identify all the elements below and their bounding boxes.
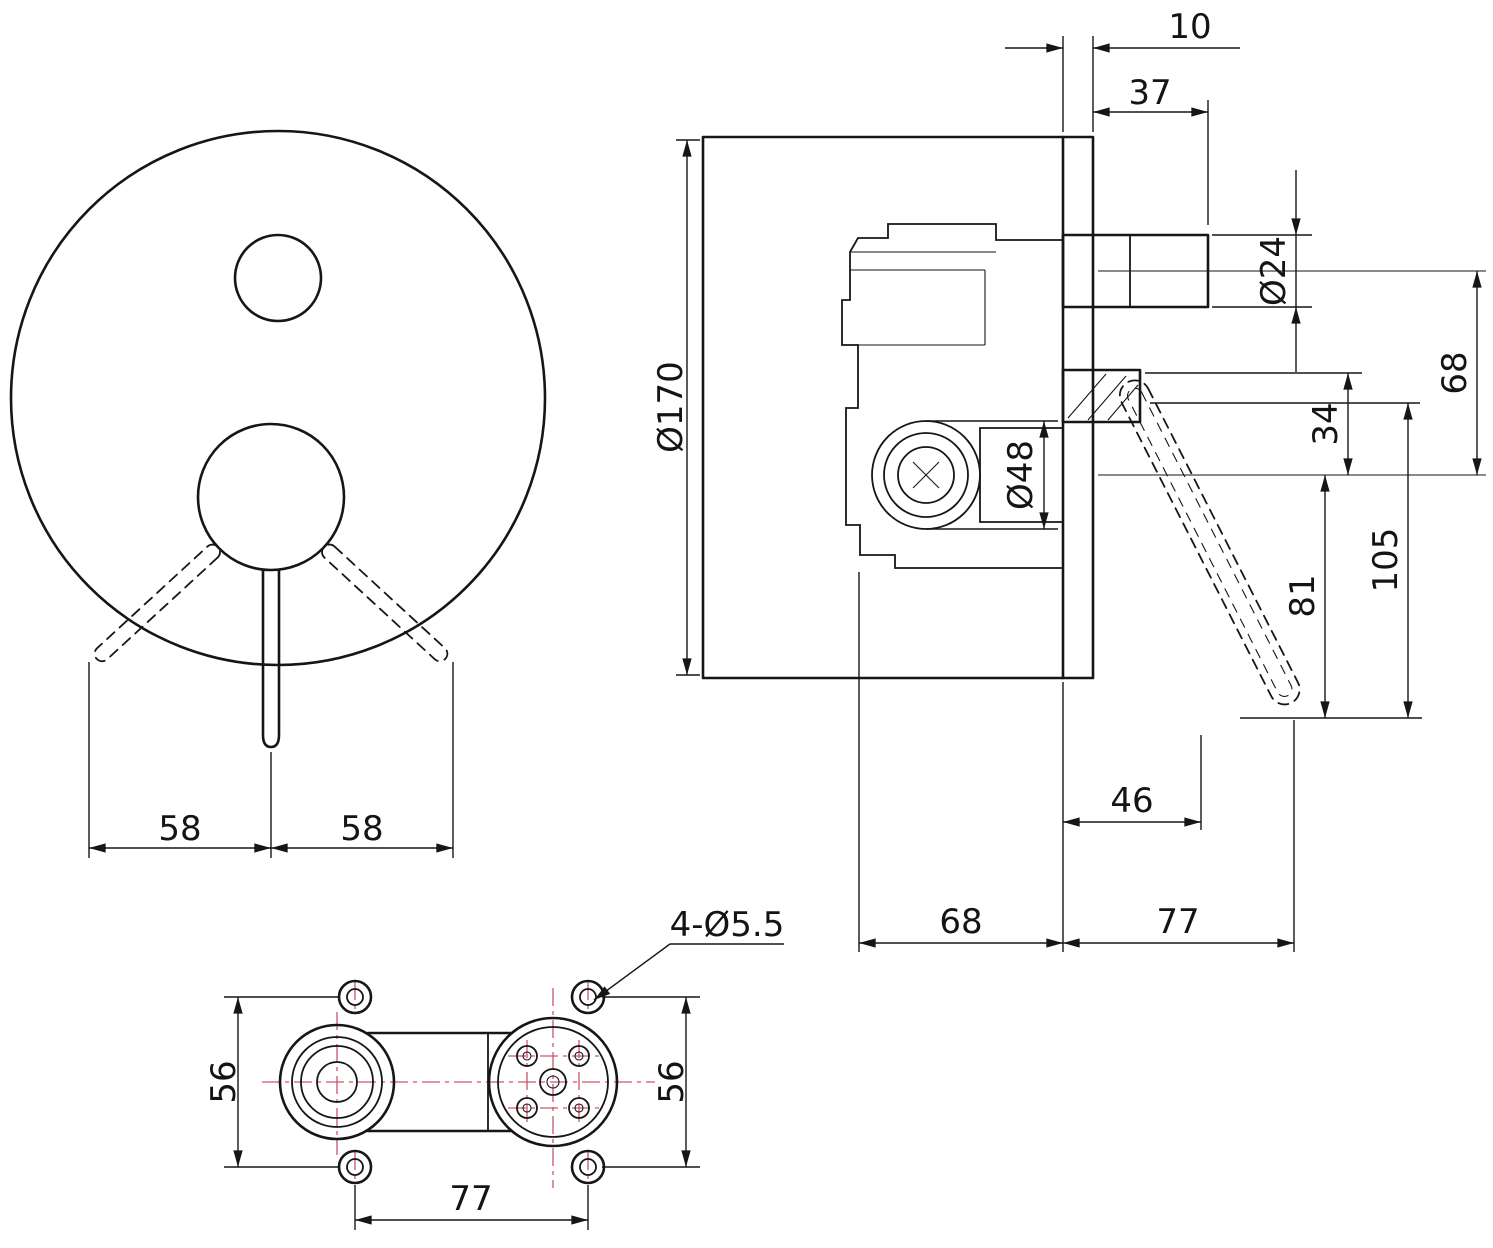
mounting-hole: [579, 1158, 597, 1176]
inlet-boss-outer: [278, 1023, 396, 1141]
cartridge-circle-inner: [897, 446, 955, 504]
inlet-port: [316, 1061, 358, 1103]
cartridge-hatch: [912, 461, 940, 489]
handle-position-right-dashed: [321, 543, 449, 663]
leader-line: [593, 943, 671, 1001]
dim-77-bottom-label: 77: [449, 1179, 492, 1219]
dim-81-label: 81: [1283, 574, 1323, 617]
port-hole-inner: [574, 1103, 584, 1113]
lever-side-dashed-inner: [1126, 387, 1293, 698]
dim-46-label: 46: [1110, 781, 1153, 821]
cartridge-center-hole-inner: [546, 1075, 560, 1089]
handle-hub: [1061, 368, 1142, 424]
dim-37-label: 37: [1128, 73, 1171, 113]
hub-hatch: [1087, 375, 1127, 421]
dim-77-side-label: 77: [1156, 902, 1199, 942]
dim-68-right-label: 68: [1435, 351, 1475, 394]
cartridge-center-hole: [539, 1068, 567, 1096]
dim-10-label: 10: [1168, 7, 1211, 47]
hub-hatch: [1107, 384, 1139, 421]
port-hole-inner: [522, 1103, 532, 1113]
dim-58-right-label: 58: [340, 809, 383, 849]
inlet-boss-ring2: [300, 1045, 374, 1119]
housing-box: [701, 135, 1095, 680]
port-hole-inner: [522, 1051, 532, 1061]
inlet-boss-ring: [291, 1036, 383, 1128]
dim-dia170-label: Ø170: [651, 361, 691, 453]
port-hole: [516, 1097, 538, 1119]
dim-dia24-label: Ø24: [1254, 236, 1294, 306]
lever-handle: [261, 568, 281, 749]
rough-in-view: 56 56 77 4-Ø5.5: [204, 905, 784, 1230]
cartridge-circle-mid: [883, 432, 969, 518]
handle-position-left-dashed: [93, 543, 221, 663]
valve-body-outline: [841, 223, 1064, 569]
dim-105-label: 105: [1366, 528, 1406, 593]
side-view: 10 37 Ø24 Ø170 Ø48 34 68 81: [651, 7, 1486, 952]
handle-base-circle: [196, 422, 346, 572]
dim-dia48-label: Ø48: [1001, 440, 1041, 510]
mounting-hole: [346, 988, 364, 1006]
callout-mounting-holes-label: 4-Ø5.5: [670, 905, 785, 945]
dim-34-label: 34: [1306, 402, 1346, 445]
front-view: 58 58: [9, 129, 547, 858]
valve-body-top: [995, 223, 1064, 241]
dim-56-left-label: 56: [204, 1060, 244, 1103]
port-hole: [568, 1097, 590, 1119]
cartridge-housing-outer: [487, 1016, 619, 1148]
dim-68-bottom-label: 68: [939, 902, 982, 942]
diverter-knob-circle: [233, 233, 323, 323]
cartridge-housing-ring: [497, 1026, 609, 1138]
lever-side-dashed-outer: [1118, 379, 1301, 706]
hub-hatch: [1067, 373, 1107, 419]
mounting-hole: [346, 1158, 364, 1176]
dim-56-right-label: 56: [652, 1060, 692, 1103]
dim-58-left-label: 58: [158, 809, 201, 849]
port-hole: [568, 1045, 590, 1067]
port-hole-inner: [574, 1051, 584, 1061]
port-hole: [516, 1045, 538, 1067]
